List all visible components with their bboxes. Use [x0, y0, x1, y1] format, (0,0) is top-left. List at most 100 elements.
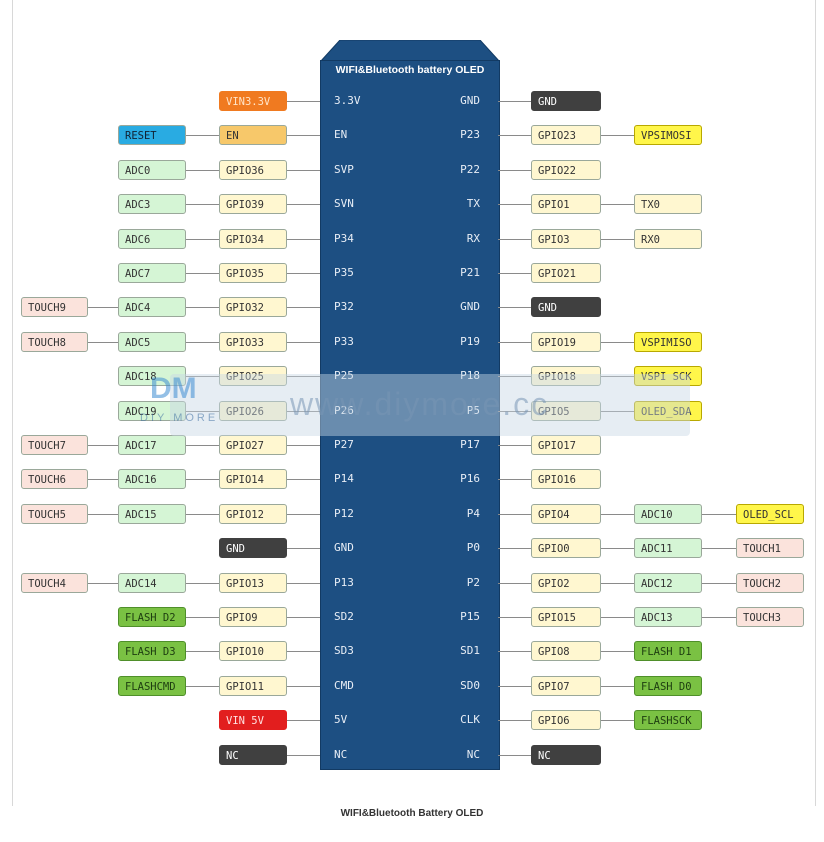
- pin-function-label: TOUCH8: [21, 331, 88, 352]
- pin-function-label: GPIO33: [219, 331, 287, 352]
- connector-line: [600, 513, 634, 515]
- pin-function-label: ADC0: [118, 159, 186, 180]
- connector-line: [186, 651, 220, 653]
- connector-line: [186, 685, 220, 687]
- board-pin-right: P21: [460, 266, 480, 279]
- connector-line: [186, 479, 220, 481]
- pin-function-label: ADC11: [634, 538, 702, 559]
- connector-line: [186, 273, 220, 274]
- board-body: [320, 60, 500, 770]
- pin-function-label: TOUCH6: [21, 469, 88, 490]
- board-pin-left: NC: [334, 747, 348, 761]
- connector-line: [498, 204, 532, 206]
- board-pin-right: RX: [466, 231, 480, 245]
- connector-line: [702, 582, 737, 584]
- connector-line: [287, 410, 320, 412]
- connector-line: [186, 582, 220, 584]
- pin-function-label: GPIO15: [531, 607, 601, 627]
- pin-function-label: GPIO19: [531, 331, 601, 352]
- connector-line: [600, 238, 634, 240]
- pin-function-label: ADC5: [118, 331, 186, 352]
- board-pin-left: SVP: [334, 162, 354, 176]
- connector-line: [186, 341, 220, 343]
- connector-line: [600, 548, 634, 550]
- pin-function-label: GPIO16: [531, 469, 601, 490]
- connector-line: [600, 582, 634, 584]
- board-pin-right: CLK: [460, 713, 480, 727]
- connector-line: [600, 410, 634, 412]
- pin-function-label: GND: [531, 91, 601, 111]
- board-pin-right: SD1: [460, 644, 480, 658]
- board-pin-right: P19: [460, 334, 480, 348]
- pin-function-label: OLED_SCL: [736, 503, 804, 524]
- pin-function-label: ADC15: [118, 503, 186, 524]
- board-pin-left: 3.3V: [334, 94, 361, 107]
- connector-line: [287, 169, 320, 171]
- board-pin-left: 5V: [334, 713, 348, 727]
- pin-function-label: GPIO0: [531, 538, 601, 559]
- board-pin-right: NC: [466, 747, 480, 761]
- connector-line: [186, 238, 220, 240]
- connector-line: [600, 341, 634, 343]
- pin-function-label: GPIO26: [219, 400, 287, 421]
- pin-function-label: VIN3.3V: [219, 91, 287, 111]
- pin-function-label: FLASHSCK: [634, 710, 702, 731]
- pin-function-label: VSPIMISO: [634, 331, 702, 352]
- pin-function-label: TOUCH1: [736, 538, 804, 559]
- connector-line: [287, 651, 320, 653]
- connector-line: [186, 445, 220, 446]
- pin-function-label: NC: [219, 744, 287, 765]
- connector-line: [498, 273, 532, 274]
- board-pin-left: P14: [334, 472, 354, 486]
- board-pin-right: P5: [466, 403, 480, 417]
- connector-line: [287, 754, 320, 756]
- connector-line: [600, 685, 634, 687]
- pin-function-label: EN: [219, 125, 287, 146]
- connector-line: [287, 582, 320, 584]
- pin-function-label: GPIO32: [219, 297, 287, 318]
- pin-function-label: GPIO27: [219, 435, 287, 455]
- pin-function-label: GPIO22: [531, 159, 601, 180]
- board-pin-right: P22: [460, 162, 480, 176]
- pin-function-label: FLASH D1: [634, 641, 702, 662]
- connector-line: [287, 238, 320, 240]
- connector-line: [600, 651, 634, 653]
- board-pin-left: P12: [334, 506, 354, 520]
- pin-function-label: ADC4: [118, 297, 186, 318]
- connector-line: [186, 513, 220, 515]
- board-pin-right: P23: [460, 128, 480, 142]
- pin-function-label: GPIO23: [531, 125, 601, 146]
- connector-line: [287, 513, 320, 515]
- pin-function-label: TOUCH3: [736, 607, 804, 627]
- pin-function-label: GPIO1: [531, 194, 601, 215]
- pin-function-label: ADC17: [118, 435, 186, 455]
- connector-line: [186, 410, 220, 412]
- connector-line: [498, 410, 532, 412]
- board-title: WIFI&Bluetooth battery OLED: [335, 64, 485, 76]
- board-pin-left: P25: [334, 369, 354, 383]
- connector-line: [287, 617, 320, 618]
- diagram-footer: WIFI&Bluetooth Battery OLED: [340, 808, 484, 819]
- pin-function-label: TOUCH9: [21, 297, 88, 318]
- connector-line: [287, 685, 320, 687]
- pin-function-label: GPIO13: [219, 572, 287, 593]
- connector-line: [600, 135, 634, 137]
- pin-function-label: TOUCH7: [21, 435, 88, 455]
- pin-function-label: GPIO39: [219, 194, 287, 215]
- pin-function-label: RX0: [634, 228, 702, 249]
- connector-line: [287, 720, 320, 722]
- pin-function-label: GPIO8: [531, 641, 601, 662]
- connector-line: [287, 273, 320, 274]
- connector-line: [702, 617, 737, 618]
- board-pin-right: P0: [466, 541, 480, 555]
- connector-line: [498, 135, 532, 137]
- diagram-frame: [12, 0, 816, 806]
- pin-function-label: ADC7: [118, 263, 186, 283]
- connector-line: [498, 445, 532, 446]
- connector-line: [186, 307, 220, 309]
- connector-line: [287, 445, 320, 446]
- connector-line: [600, 376, 634, 378]
- pin-function-label: GPIO5: [531, 400, 601, 421]
- connector-line: [498, 376, 532, 378]
- pin-function-label: GPIO7: [531, 675, 601, 696]
